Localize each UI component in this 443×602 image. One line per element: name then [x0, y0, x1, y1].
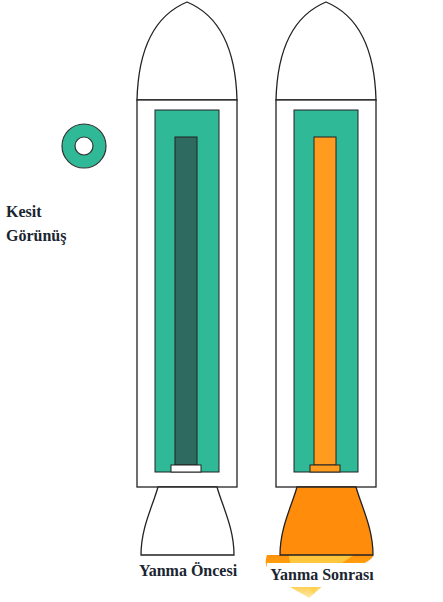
rocket-after [266, 2, 376, 598]
state-label: Yanma Sonrası [267, 563, 377, 587]
view-label: Kesit Görünüş [6, 200, 84, 248]
cross-section [62, 124, 106, 168]
rocket-before [137, 2, 237, 555]
state-label: Yanma Öncesi [139, 559, 237, 583]
